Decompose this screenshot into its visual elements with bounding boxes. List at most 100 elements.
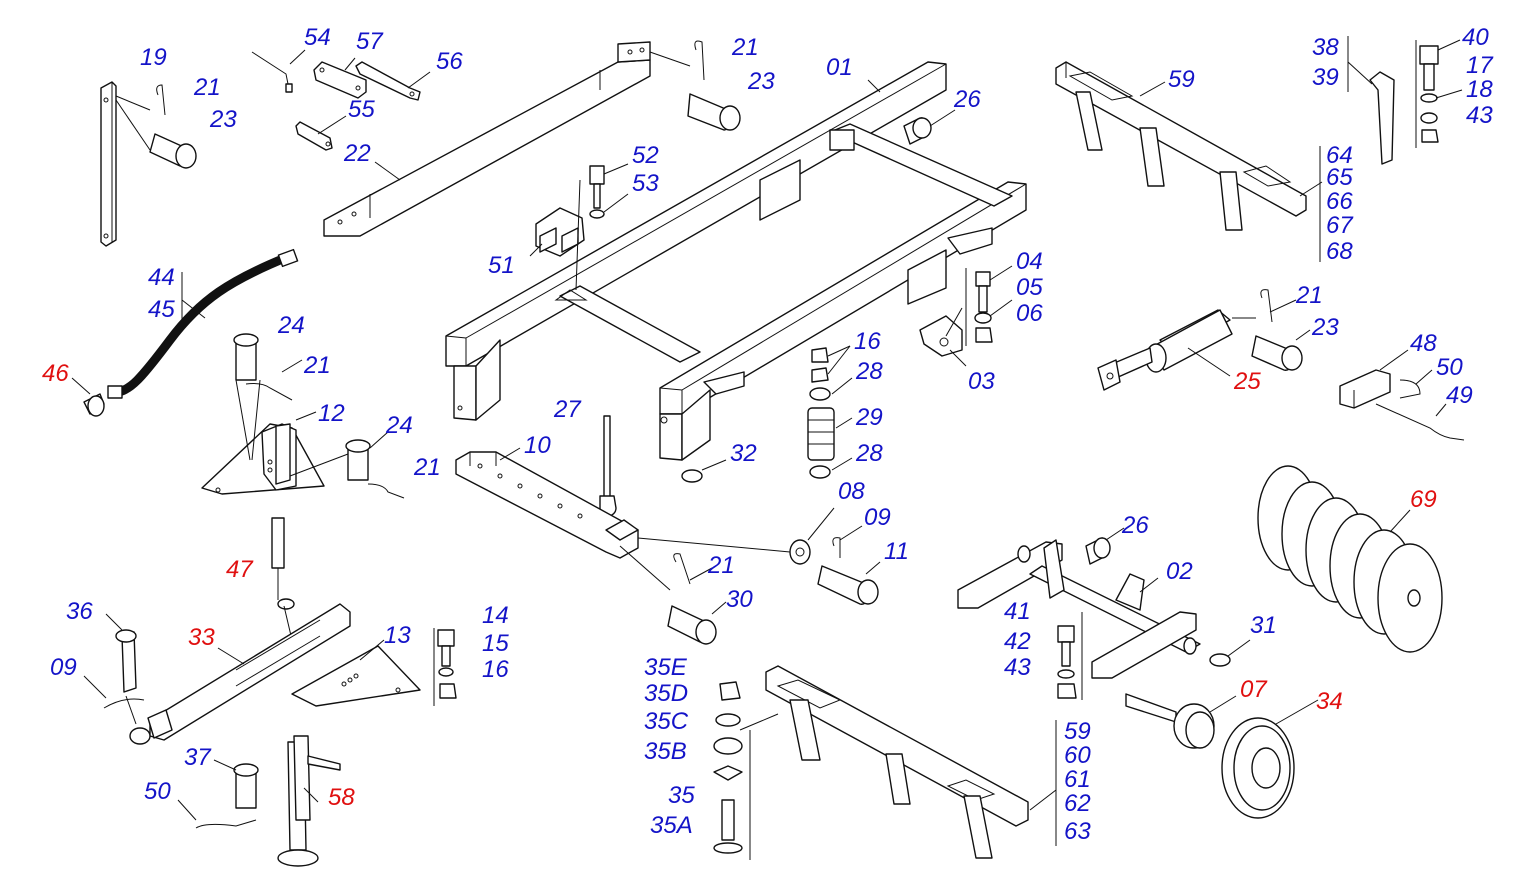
label-part-54: 54 xyxy=(304,24,331,51)
part-13-plate xyxy=(291,628,457,707)
label-part-09: 09 xyxy=(864,504,891,531)
part-34-wheel xyxy=(1221,699,1319,819)
part-36-pin xyxy=(105,613,137,693)
part-51-52-53-clamp xyxy=(529,163,629,291)
part-30-pin xyxy=(667,553,727,645)
part-59-tine-bar-bottom xyxy=(739,665,1057,860)
label-part-35: 35 xyxy=(668,782,695,809)
label-part-03: 03 xyxy=(968,368,995,395)
part-57-plate xyxy=(313,57,367,99)
label-part-66: 66 xyxy=(1326,188,1353,215)
label-part-46: 46 xyxy=(42,360,69,387)
label-part-55: 55 xyxy=(348,96,375,123)
label-part-35A: 35A xyxy=(650,812,693,839)
part-38-39-tine xyxy=(1347,36,1463,165)
part-07-hub xyxy=(1125,693,1237,749)
part-54-pin xyxy=(251,49,306,93)
label-part-56: 56 xyxy=(436,48,463,75)
label-part-07: 07 xyxy=(1240,676,1267,703)
label-part-33: 33 xyxy=(188,624,215,651)
label-part-04: 04 xyxy=(1016,248,1043,275)
label-part-59: 59 xyxy=(1064,718,1091,745)
label-part-69: 69 xyxy=(1410,486,1437,513)
label-part-32: 32 xyxy=(730,440,757,467)
label-part-17: 17 xyxy=(1466,52,1493,79)
label-part-43: 43 xyxy=(1466,102,1493,129)
label-part-16: 16 xyxy=(482,656,509,683)
label-part-35D: 35D xyxy=(644,680,689,707)
part-58-jack xyxy=(177,735,341,867)
label-part-49: 49 xyxy=(1446,382,1473,409)
part-59-tine-bar-top xyxy=(1055,61,1323,262)
part-48-bracket xyxy=(1339,349,1465,441)
part-10-drawbar xyxy=(455,447,791,591)
label-part-02: 02 xyxy=(1166,558,1193,585)
label-part-34: 34 xyxy=(1316,688,1343,715)
label-part-21: 21 xyxy=(194,74,221,101)
label-part-16: 16 xyxy=(854,328,881,355)
label-part-60: 60 xyxy=(1064,742,1091,769)
label-part-53: 53 xyxy=(632,170,659,197)
label-part-40: 40 xyxy=(1462,24,1489,51)
part-21-23-top xyxy=(687,40,741,131)
label-part-24: 24 xyxy=(278,312,305,339)
label-part-23: 23 xyxy=(748,68,775,95)
label-part-51: 51 xyxy=(488,252,515,279)
label-part-35B: 35B xyxy=(644,738,687,765)
label-part-42: 42 xyxy=(1004,628,1031,655)
part-01-main-frame xyxy=(445,61,1027,461)
label-part-44: 44 xyxy=(148,264,175,291)
label-part-05: 05 xyxy=(1016,274,1043,301)
part-47-chain xyxy=(271,517,295,641)
label-part-28: 28 xyxy=(856,440,883,467)
label-part-23: 23 xyxy=(210,106,237,133)
label-part-21: 21 xyxy=(304,352,331,379)
label-part-67: 67 xyxy=(1326,212,1353,239)
label-part-25: 25 xyxy=(1234,368,1261,395)
label-part-41: 41 xyxy=(1004,598,1031,625)
label-part-21: 21 xyxy=(414,454,441,481)
label-part-12: 12 xyxy=(318,400,345,427)
part-25-cylinder xyxy=(1097,289,1311,391)
part-19-bar xyxy=(100,81,197,247)
label-part-64: 64 xyxy=(1326,142,1353,169)
label-part-21: 21 xyxy=(732,34,759,61)
label-part-10: 10 xyxy=(524,432,551,459)
label-part-35E: 35E xyxy=(644,654,687,681)
label-part-27: 27 xyxy=(554,396,581,423)
label-part-58: 58 xyxy=(328,784,355,811)
label-part-18: 18 xyxy=(1466,76,1493,103)
part-09-clip xyxy=(83,675,145,725)
label-part-15: 15 xyxy=(482,630,509,657)
part-56-plate xyxy=(355,61,431,101)
part-11-pin xyxy=(789,507,881,605)
label-part-59: 59 xyxy=(1168,66,1195,93)
label-part-61: 61 xyxy=(1064,766,1091,793)
part-02-axle-frame xyxy=(957,527,1251,679)
label-part-62: 62 xyxy=(1064,790,1091,817)
label-part-37: 37 xyxy=(184,744,211,771)
part-29-spring-stack xyxy=(807,345,853,479)
part-55-plate xyxy=(295,115,347,151)
label-part-48: 48 xyxy=(1410,330,1437,357)
label-part-06: 06 xyxy=(1016,300,1043,327)
label-part-29: 29 xyxy=(856,404,883,431)
label-part-23: 23 xyxy=(1312,314,1339,341)
label-part-63: 63 xyxy=(1064,818,1091,845)
label-part-08: 08 xyxy=(838,478,865,505)
label-part-26: 26 xyxy=(954,86,981,113)
label-part-26: 26 xyxy=(1122,512,1149,539)
label-part-31: 31 xyxy=(1250,612,1277,639)
label-part-11: 11 xyxy=(884,538,909,565)
label-part-21: 21 xyxy=(708,552,735,579)
label-part-45: 45 xyxy=(148,296,175,323)
label-part-50: 50 xyxy=(144,778,171,805)
part-69-disc-gang xyxy=(1257,465,1443,653)
label-part-01: 01 xyxy=(826,54,853,81)
label-part-22: 22 xyxy=(344,140,371,167)
part-33-drawbar xyxy=(129,603,351,745)
label-part-21: 21 xyxy=(1296,282,1323,309)
part-22-tube xyxy=(323,41,691,237)
label-part-68: 68 xyxy=(1326,238,1353,265)
